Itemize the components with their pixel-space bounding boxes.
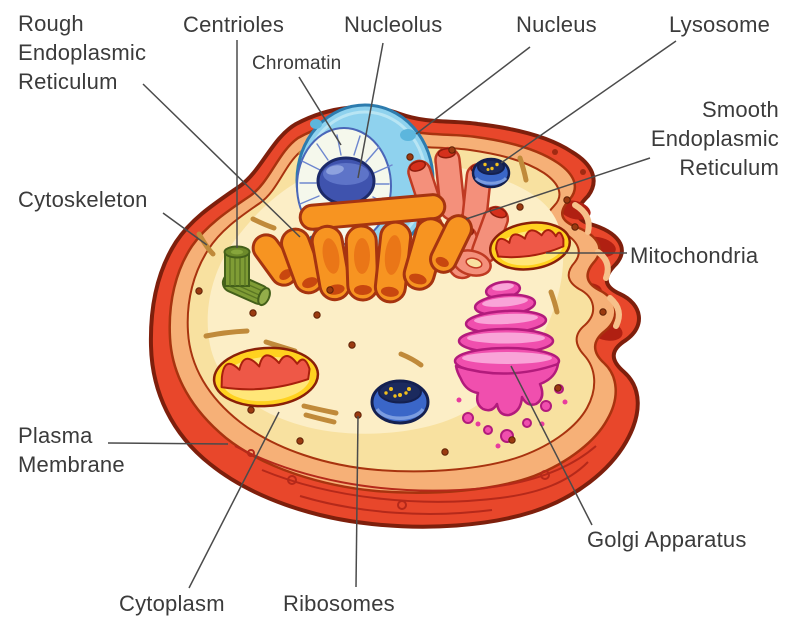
leader-rough-er — [142, 83, 301, 238]
label-smooth-er: Smooth Endoplasmic Reticulum — [650, 97, 779, 180]
label-mitochondria: Mitochondria — [630, 243, 759, 268]
label-cytoskeleton: Cytoskeleton — [18, 187, 148, 212]
label-golgi-apparatus: Golgi Apparatus — [587, 527, 747, 552]
leader-chromatin — [298, 76, 342, 146]
ribosomes-illustration — [195, 146, 607, 456]
membrane-freckles — [552, 149, 586, 175]
leader-golgi — [510, 365, 593, 526]
leader-lysosome — [500, 40, 677, 164]
rough-er-shading — [322, 235, 402, 275]
mitochondrion-lower-illustration — [212, 346, 320, 408]
label-plasma-membrane: Plasma Membrane — [18, 423, 125, 477]
lysosome-illustration — [471, 157, 511, 189]
leader-lines — [107, 40, 677, 589]
vesicle-illustration — [370, 379, 430, 425]
golgi-illustration — [453, 280, 568, 449]
leader-nucleolus — [357, 42, 384, 179]
label-nucleus: Nucleus — [516, 12, 597, 37]
label-chromatin: Chromatin — [252, 53, 342, 74]
label-cytoplasm: Cytoplasm — [119, 591, 225, 616]
mitochondrion-upper-illustration — [489, 221, 571, 271]
label-lysosome: Lysosome — [669, 12, 771, 37]
leader-cytoskeleton — [162, 212, 208, 246]
label-nucleolus: Nucleolus — [344, 12, 443, 37]
label-ribosomes: Ribosomes — [283, 591, 395, 616]
leader-cytoplasm — [188, 411, 280, 589]
label-centrioles: Centrioles — [183, 12, 285, 37]
leader-nucleus — [415, 46, 531, 135]
leader-plasma-membrane — [107, 442, 229, 445]
label-rough-er: Rough Endoplasmic Reticulum — [18, 11, 147, 94]
leader-smooth-er — [465, 157, 651, 220]
leader-ribosomes — [355, 415, 359, 588]
centrioles-illustration — [221, 245, 271, 307]
membrane-texture — [234, 445, 597, 515]
rough-er-illustration — [251, 193, 473, 304]
